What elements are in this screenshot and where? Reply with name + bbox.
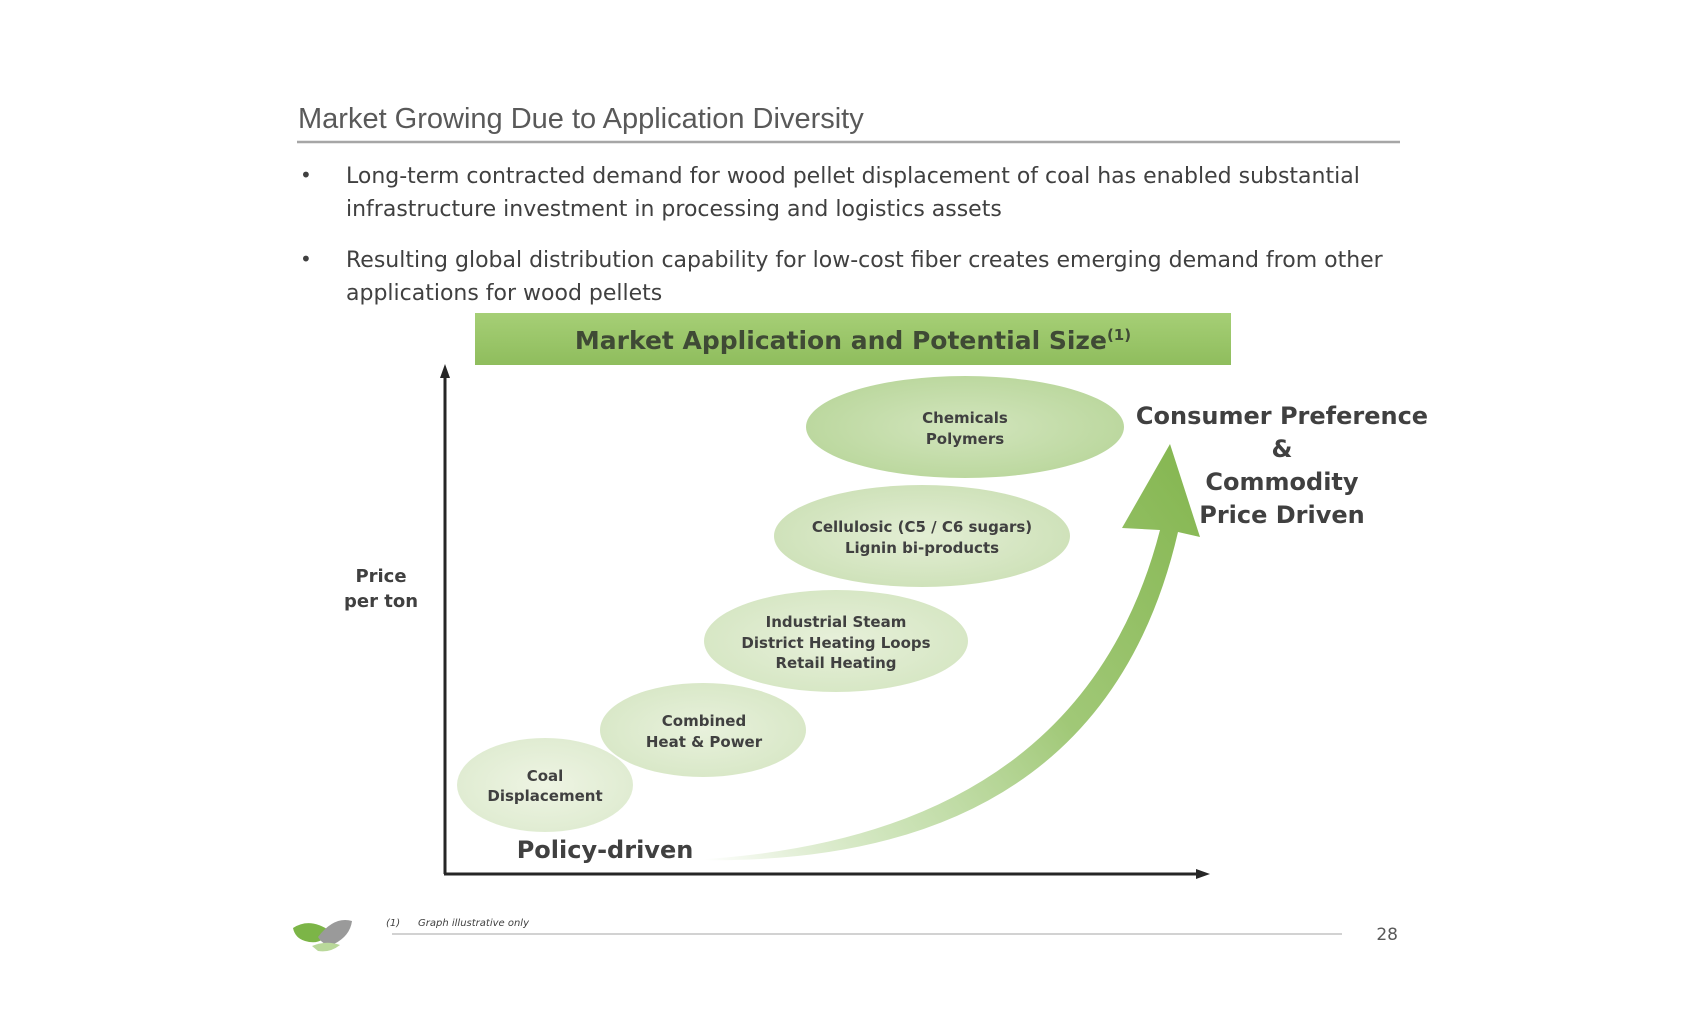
footnote-number: (1) [386,918,400,929]
logo-leaf-light [312,942,340,952]
ellipse-cellulosic [774,485,1070,587]
app-chp-line-1: Combined [662,712,746,730]
bullet-2-line-1: Resulting global distribution capability… [346,248,1384,273]
right-label-line-4: Price Driven [1199,501,1365,529]
y-axis-arrowhead [440,364,450,378]
x-axis-arrowhead [1196,869,1210,879]
banner-title-text: Market Application and Potential Size [575,326,1107,355]
logo-leaf-grey [318,920,352,945]
right-label-line-3: Commodity [1205,468,1358,496]
company-logo [293,920,352,952]
application-labels: Coal Displacement Combined Heat & Power … [487,409,1032,805]
axes [440,364,1210,879]
ellipse-chemicals [806,376,1124,478]
ellipse-coal-displacement [457,738,633,832]
right-label-line-1: Consumer Preference [1136,402,1428,430]
app-cellulosic-line-1: Cellulosic (C5 / C6 sugars) [812,518,1032,536]
app-chemicals-line-2: Polymers [926,430,1004,448]
banner-superscript: (1) [1107,326,1131,344]
bullet-1-line-2: infrastructure investment in processing … [346,197,1002,222]
app-coal-line-1: Coal [527,767,564,785]
app-steam-line-1: Industrial Steam [766,613,907,631]
growth-arrow [690,444,1200,861]
right-label-line-2: & [1272,435,1293,463]
page-title: Market Growing Due to Application Divers… [298,103,864,135]
y-axis-label-line-2: per ton [344,591,418,612]
app-coal-line-2: Displacement [487,787,602,805]
consumer-preference-label: Consumer Preference & Commodity Price Dr… [1136,402,1428,529]
y-axis-label-line-1: Price [355,566,406,587]
bullet-marker: • [300,163,312,187]
app-chemicals-line-1: Chemicals [922,409,1008,427]
page-number: 28 [1376,925,1398,945]
ellipse-industrial-steam [704,590,968,692]
bullet-marker: • [300,247,312,271]
app-steam-line-2: District Heating Loops [741,634,930,652]
banner-title: Market Application and Potential Size(1) [575,326,1131,355]
footnote-text: Graph illustrative only [418,918,530,929]
diagram-banner [475,313,1231,365]
bullet-1-line-1: Long-term contracted demand for wood pel… [346,164,1360,189]
app-chp-line-2: Heat & Power [646,733,763,751]
app-cellulosic-line-2: Lignin bi-products [845,539,999,557]
application-ellipses [457,376,1124,832]
bullet-2-line-2: applications for wood pellets [346,281,662,306]
policy-driven-label: Policy-driven [517,836,694,864]
ellipse-combined-heat-power [600,683,806,777]
bullet-list: • Long-term contracted demand for wood p… [300,163,1384,306]
app-steam-line-3: Retail Heating [775,654,896,672]
